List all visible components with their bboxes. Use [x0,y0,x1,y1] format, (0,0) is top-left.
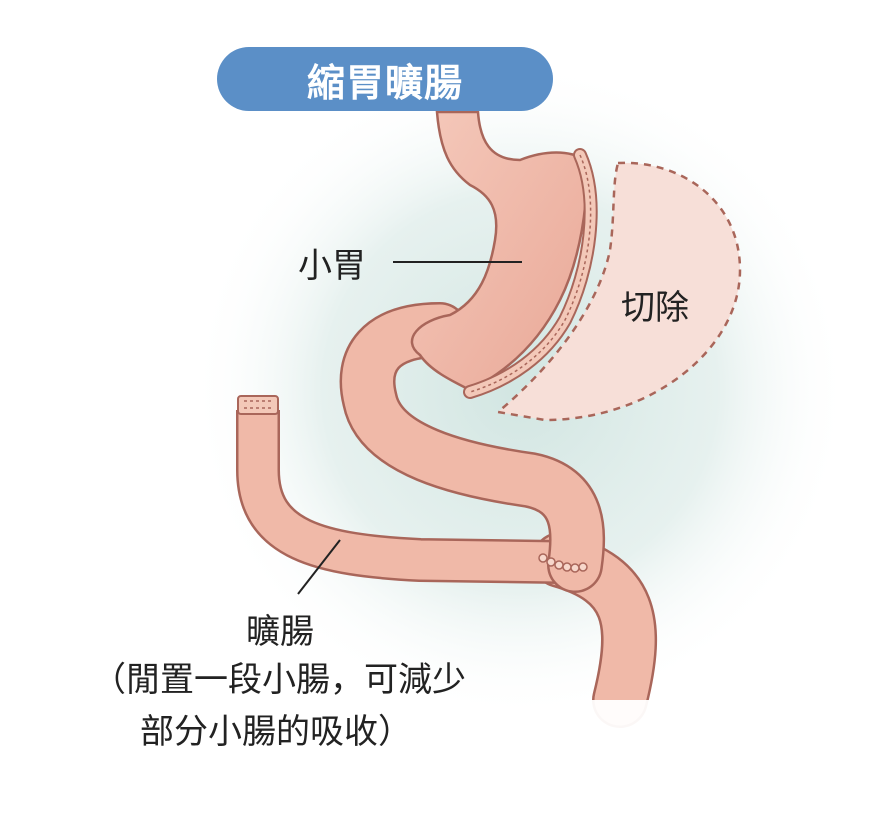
label-bypass-note-line2: 部分小腸的吸收） [140,712,412,752]
label-small-stomach: 小胃 [298,246,366,286]
page-title: 縮胃曠腸 [217,47,553,111]
resected-stomach-region [495,161,742,422]
label-resection: 切除 [621,288,689,328]
leader-line-bypass [297,539,341,595]
small-stomach [410,110,588,392]
title-text: 縮胃曠腸 [306,60,463,105]
label-bypass: 曠腸 [246,612,314,652]
label-bypass-note-line1: （閒置一段小腸，可減少 [92,660,466,700]
anastomosis-stitches [538,553,588,573]
intestine-stump [237,395,279,415]
